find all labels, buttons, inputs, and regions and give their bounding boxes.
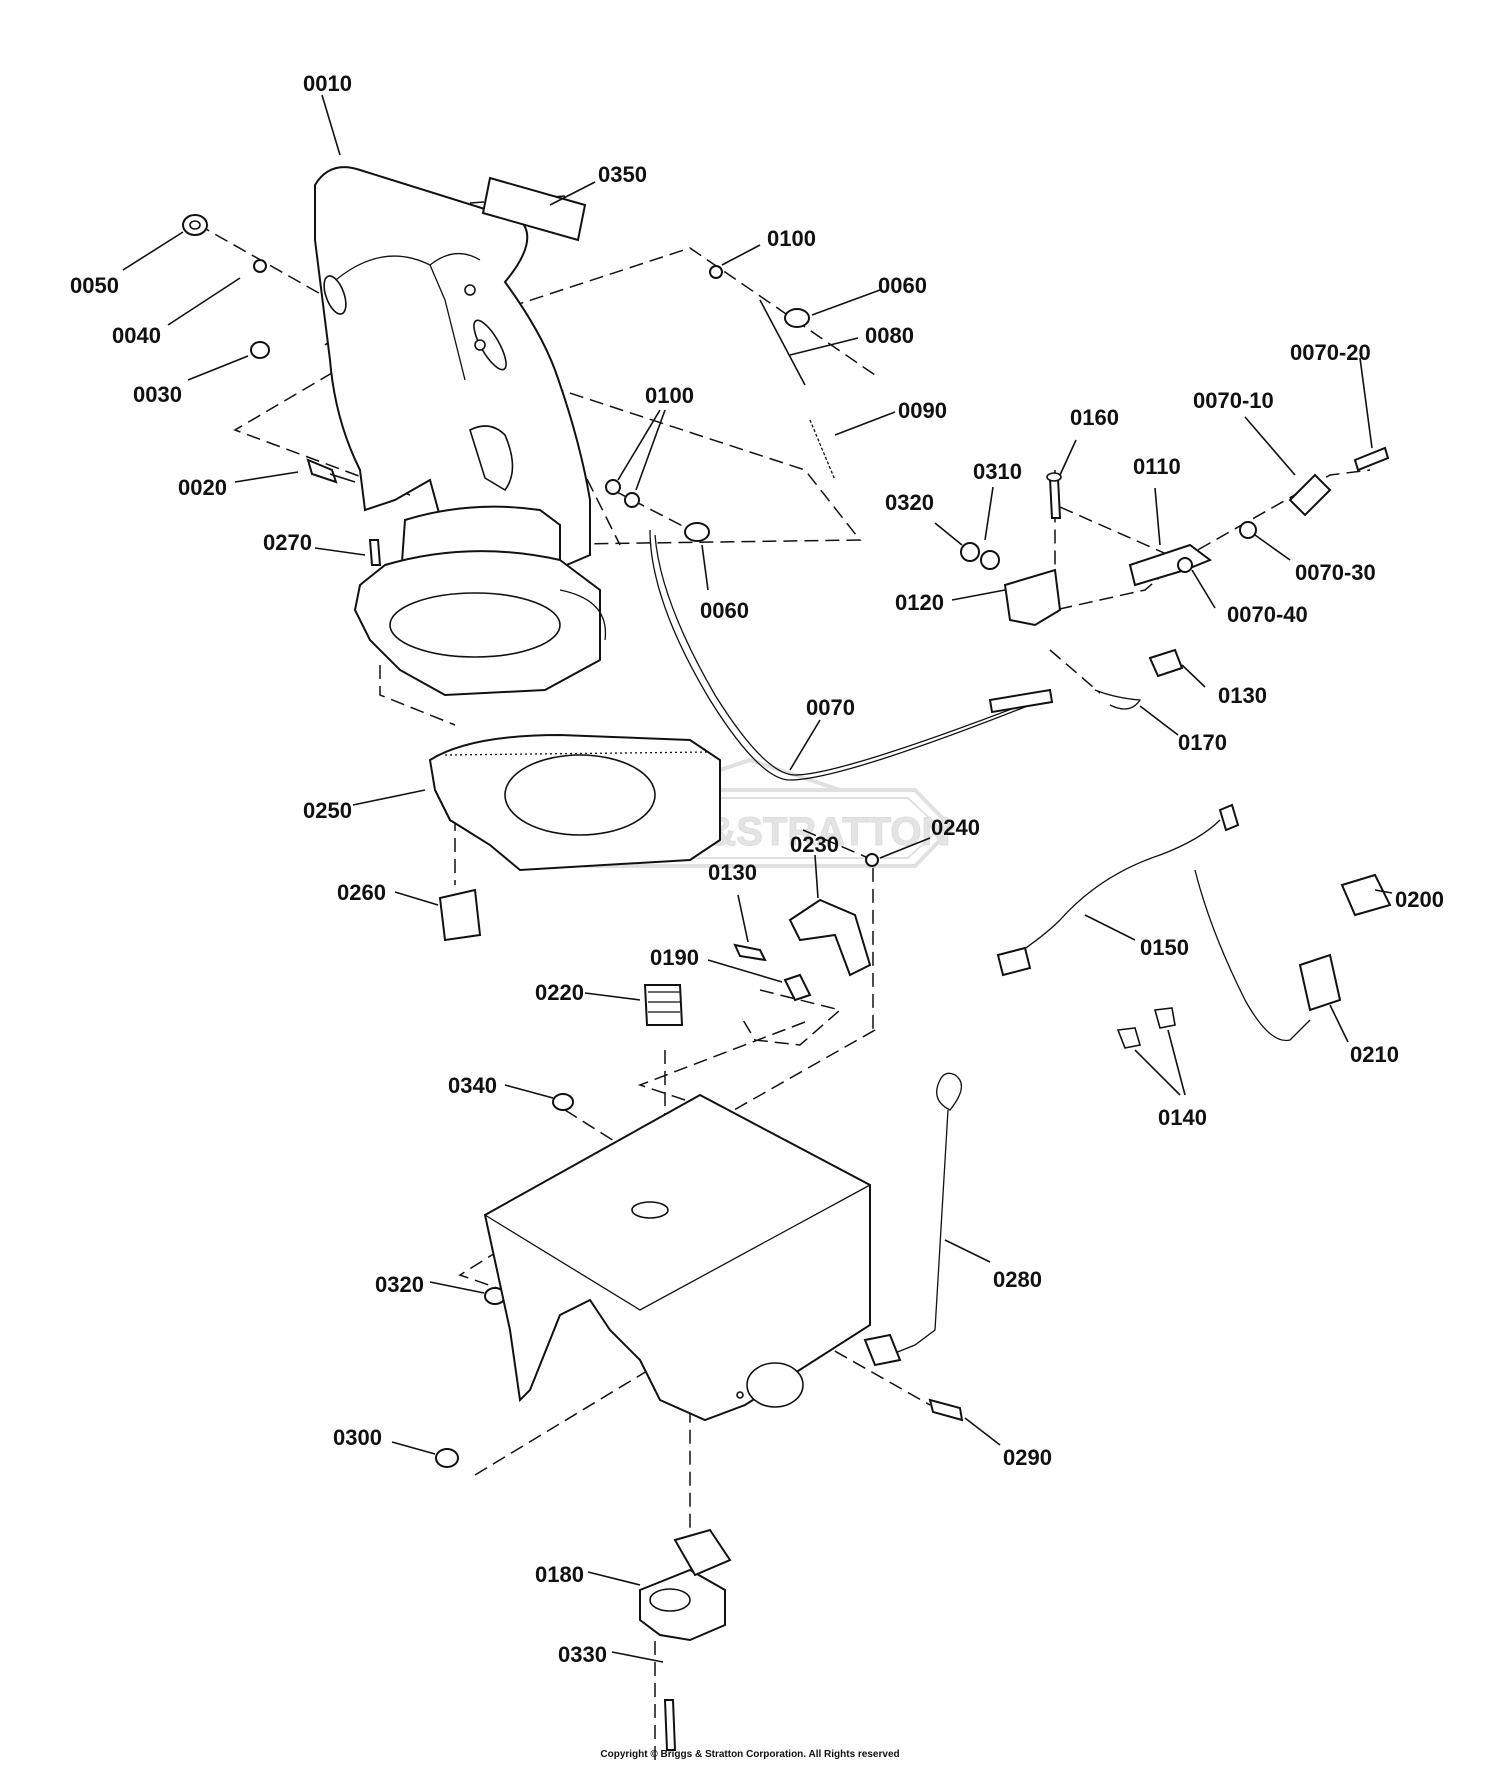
label-0010: 0010 [303,71,352,96]
label-0350-decal [481,176,587,242]
label-0070-10: 0070-10 [1193,388,1274,413]
label-0210: 0210 [1350,1042,1399,1067]
rod-0280 [863,1072,962,1367]
label-0070: 0070 [806,695,855,720]
label-0100-mid: 0100 [645,383,694,408]
chute-base-ring [353,505,607,697]
label-0060-top: 0060 [878,273,927,298]
label-0220: 0220 [535,980,584,1005]
label-0270: 0270 [263,530,312,555]
label-0090: 0090 [898,398,947,423]
label-0240: 0240 [931,815,980,840]
part-labels: 0010 0350 0050 0040 0030 0020 0270 0100 … [70,71,1444,1667]
label-0310: 0310 [973,459,1022,484]
cable-0070 [649,529,1054,781]
label-0070-30: 0070-30 [1295,560,1376,585]
label-0330: 0330 [558,1642,607,1667]
copyright-notice: Copyright © Briggs & Stratton Corporatio… [600,1749,900,1760]
label-0070-20: 0070-20 [1290,340,1371,365]
label-0130-top: 0130 [1218,683,1267,708]
label-0200: 0200 [1395,887,1444,912]
label-0340: 0340 [448,1073,497,1098]
label-0130-mid: 0130 [708,860,757,885]
wiring-0150-0210 [996,803,1392,1049]
label-0190: 0190 [650,945,699,970]
label-0320-bottom: 0320 [375,1272,424,1297]
label-0020: 0020 [178,475,227,500]
label-0100-top: 0100 [767,226,816,251]
label-0140: 0140 [1158,1105,1207,1130]
label-0040: 0040 [112,323,161,348]
label-0290: 0290 [1003,1445,1052,1470]
label-0280: 0280 [993,1267,1042,1292]
motor-0180 [639,1528,732,1642]
label-0320-top: 0320 [885,490,934,515]
label-0050: 0050 [70,273,119,298]
label-0180: 0180 [535,1562,584,1587]
mount-plate [483,1093,871,1422]
label-0350: 0350 [598,162,647,187]
label-0160: 0160 [1070,405,1119,430]
leader-lines [122,94,1393,1663]
gear-plate-0250 [428,733,721,872]
label-0110: 0110 [1133,454,1181,479]
label-0030: 0030 [133,382,182,407]
label-0080: 0080 [865,323,914,348]
label-0230: 0230 [790,832,839,857]
label-0070-40: 0070-40 [1227,602,1308,627]
label-0170: 0170 [1178,730,1227,755]
label-0120: 0120 [895,590,944,615]
label-0150: 0150 [1140,935,1189,960]
label-0250: 0250 [303,798,352,823]
label-0300: 0300 [333,1425,382,1450]
small-hardware [182,214,1390,1751]
label-0060-mid: 0060 [700,598,749,623]
label-0260: 0260 [337,880,386,905]
